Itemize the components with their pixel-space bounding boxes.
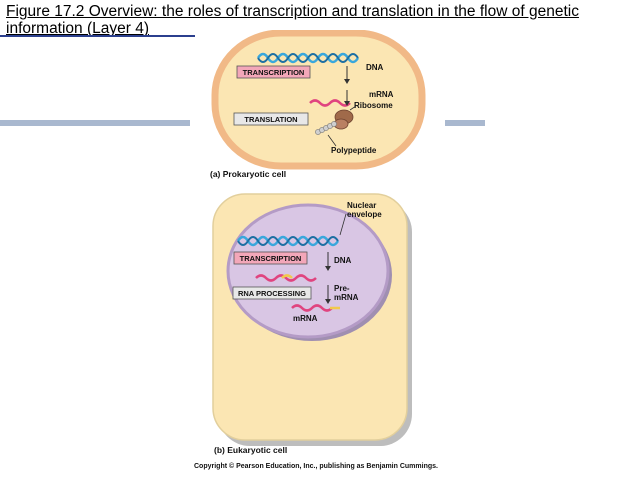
rna-processing-arrowhead xyxy=(325,299,331,304)
polypeptide-pointer-line xyxy=(327,134,337,147)
prokaryotic-cell xyxy=(211,30,426,170)
title-underline-rule xyxy=(0,35,195,37)
slide-title: Figure 17.2 Overview: the roles of trans… xyxy=(6,3,606,37)
prokaryotic-dna-label: DNA xyxy=(366,63,384,72)
prokaryotic-mrna-strand xyxy=(309,99,351,107)
eukaryotic-panel: Nuclear envelope TRANSCRIPTION DNA Pre- … xyxy=(212,193,412,455)
nuclear-envelope-label-line-1: Nuclear xyxy=(347,201,376,210)
prokaryotic-translation-label: TRANSLATION xyxy=(244,115,297,124)
right-decorative-rule xyxy=(445,120,485,126)
prokaryotic-caption: (a) Prokaryotic cell xyxy=(210,169,286,179)
eukaryotic-caption: (b) Eukaryotic cell xyxy=(214,445,287,455)
eukaryotic-dna-helix xyxy=(236,235,340,247)
prokaryotic-transcription-arrowhead xyxy=(344,79,350,84)
eukaryotic-transcription-box xyxy=(233,251,308,265)
prokaryotic-transcription-box xyxy=(236,65,311,79)
prokaryotic-ribosome-label: Ribosome xyxy=(354,101,393,110)
prokaryotic-dna-helix xyxy=(256,52,360,64)
prokaryotic-translation-box xyxy=(233,112,309,126)
copyright-notice: Copyright © Pearson Education, Inc., pub… xyxy=(194,462,438,470)
eukaryotic-transcription-arrowhead xyxy=(325,266,331,271)
slide-title-line-2: information (Layer 4) xyxy=(6,20,150,37)
prokaryotic-panel: TRANSCRIPTION DNA mRNA Ribosome TRANSLAT… xyxy=(210,30,426,179)
eukaryotic-dna-label: DNA xyxy=(334,256,352,265)
eukaryotic-transcription-label: TRANSCRIPTION xyxy=(240,254,302,263)
left-decorative-rule xyxy=(0,120,190,126)
prokaryotic-mrna-label: mRNA xyxy=(369,90,394,99)
pre-mrna-label-line-1: Pre- xyxy=(334,284,350,293)
nuclear-envelope-pointer-line xyxy=(339,213,347,236)
prokaryotic-translation-arrowhead xyxy=(344,101,350,106)
nuclear-envelope-label-line-2: envelope xyxy=(347,210,382,219)
transcription-translation-diagram: TRANSCRIPTION DNA mRNA Ribosome TRANSLAT… xyxy=(194,30,438,470)
ribosome-pointer-line xyxy=(349,105,357,111)
rna-processing-label: RNA PROCESSING xyxy=(238,289,306,298)
pre-mrna-label-line-2: mRNA xyxy=(334,293,359,302)
rna-processing-box xyxy=(232,286,312,300)
prokaryotic-transcription-label: TRANSCRIPTION xyxy=(243,68,305,77)
nucleus xyxy=(226,203,390,339)
eukaryotic-mrna-label: mRNA xyxy=(293,314,318,323)
mature-mrna-strand xyxy=(291,304,340,312)
pre-mrna-strand xyxy=(255,274,317,282)
prokaryotic-polypeptide-chain xyxy=(315,121,337,135)
prokaryotic-polypeptide-label: Polypeptide xyxy=(331,146,377,155)
slide-title-line-1: Figure 17.2 Overview: the roles of trans… xyxy=(6,3,579,20)
